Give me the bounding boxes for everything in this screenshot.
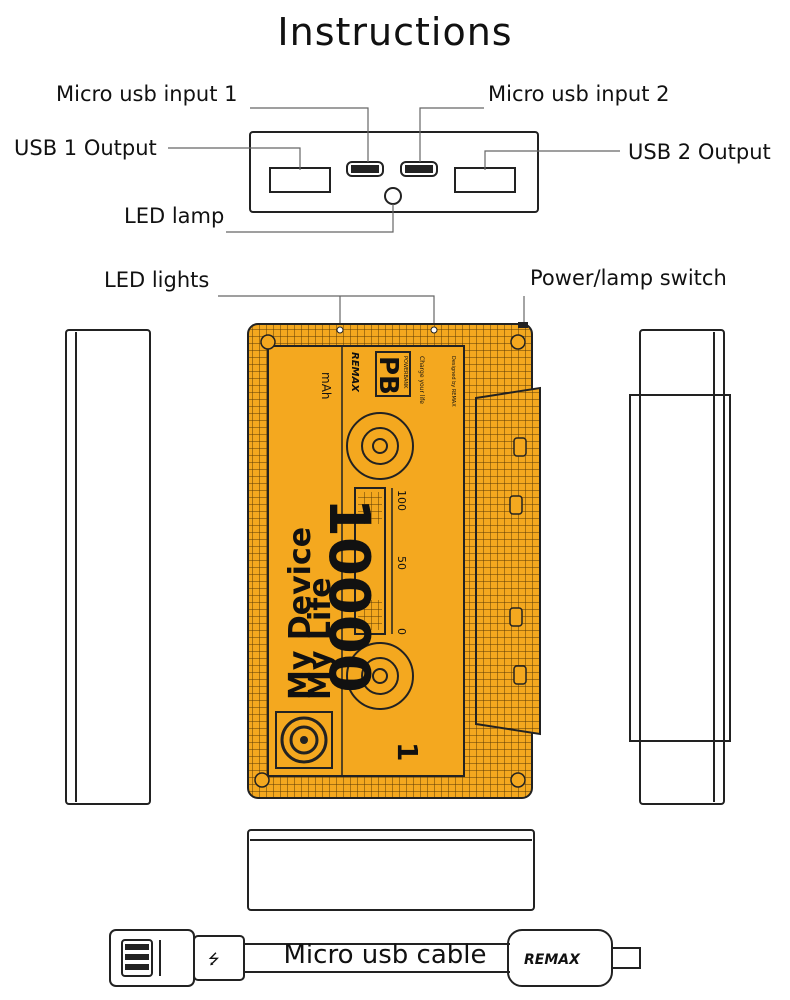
left-side-view (65, 329, 151, 805)
cassette-powerbank: 10000 mAh My Device My Life REMAX PB POW… (247, 322, 541, 799)
led-lamp-hole (384, 187, 402, 205)
usb-symbol-icon: ⭍ (208, 952, 220, 968)
micro-usb-port-1 (346, 161, 384, 177)
label-led-lamp: LED lamp (124, 204, 225, 228)
right-side-view (629, 329, 731, 805)
page-title: Instructions (277, 10, 513, 54)
label-usb-1-output: USB 1 Output (14, 136, 157, 160)
reel-top (346, 412, 414, 480)
side-number: 1 (391, 742, 424, 761)
micro-usb-cable-drawing (109, 929, 641, 987)
label-usb-2-output: USB 2 Output (628, 140, 771, 164)
label-power-lamp-switch: Power/lamp switch (530, 266, 727, 290)
usb-1-port (269, 167, 331, 193)
slogan-line-2: My Life (303, 577, 338, 700)
label-led-lights: LED lights (104, 268, 210, 292)
capacity-text: 10000 (316, 498, 381, 693)
scale-50: 50 (395, 556, 408, 570)
label-micro-usb-input-1: Micro usb input 1 (56, 82, 238, 106)
micro-usb-port-2 (400, 161, 438, 177)
brand-text: REMAX (349, 352, 360, 393)
label-micro-usb-input-2: Micro usb input 2 (488, 82, 670, 106)
scale-100: 100 (395, 490, 408, 511)
slogan-line-1: My Device (283, 527, 318, 700)
power-lamp-switch[interactable] (518, 322, 528, 328)
capacity-unit: mAh (319, 372, 333, 400)
cable-brand: REMAX (524, 952, 581, 968)
top-view-device (249, 131, 539, 213)
badge-sub: POWERBANK (402, 356, 408, 389)
reel-bottom (346, 642, 414, 710)
scale-0: 0 (395, 628, 408, 635)
designed-text: Designed by REMAX (450, 356, 456, 407)
led-light-2 (430, 326, 438, 334)
tagline-text: Charge your life (418, 356, 425, 404)
badge-pb: PB (373, 356, 403, 395)
bottom-view (247, 829, 535, 911)
usb-2-port (454, 167, 516, 193)
leader-lines (168, 107, 620, 326)
label-micro-usb-cable: Micro usb cable (283, 940, 487, 970)
led-light-1 (336, 326, 344, 334)
